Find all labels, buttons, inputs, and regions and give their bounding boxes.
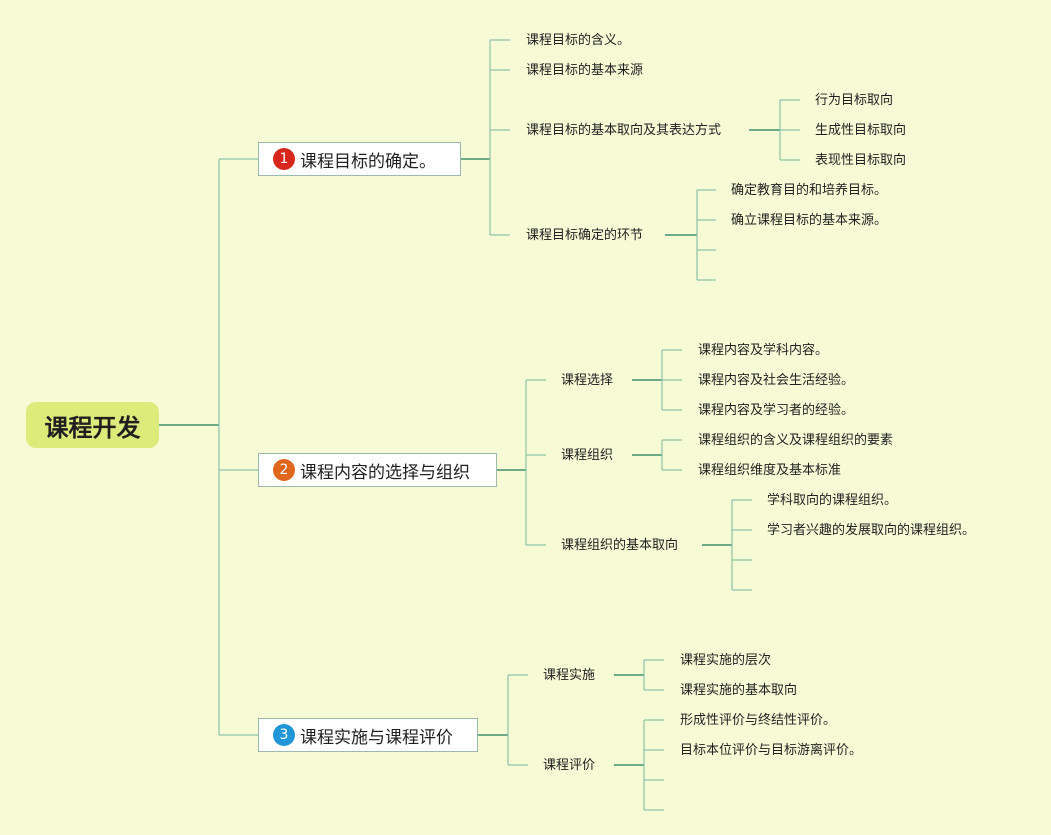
leaf-topic[interactable]: 学科取向的课程组织。 [767,493,898,508]
leaf-topic[interactable]: 形成性评价与终结性评价。 [680,713,837,728]
connector-line [490,39,510,236]
leaf-topic[interactable]: 课程实施的基本取向 [680,683,798,698]
leaf-topic[interactable]: 课程内容及社会生活经验。 [698,373,855,388]
subtopic[interactable]: 课程实施 [543,668,596,683]
leaf-topic[interactable]: 确定教育目的和培养目标。 [731,183,888,198]
branch-topic-2[interactable]: 2 课程内容的选择与组织 [258,453,497,487]
root-topic[interactable]: 课程开发 [26,402,159,448]
leaf-topic[interactable]: 课程实施的层次 [680,653,772,668]
number-badge-icon: 3 [273,724,295,746]
branch-topic-label: 课程目标的确定。 [300,151,436,172]
leaf-topic[interactable]: 课程内容及学科内容。 [698,343,829,358]
subtopic[interactable]: 课程目标确定的环节 [526,228,644,243]
branch-topic-label: 课程内容的选择与组织 [300,462,470,483]
number-badge-icon: 2 [273,459,295,481]
connector-line [780,99,800,161]
branch-topic-1[interactable]: 1 课程目标的确定。 [258,142,461,176]
connector-line [526,379,546,546]
subtopic[interactable]: 课程目标的基本来源 [526,63,644,78]
connector-line [508,674,528,766]
connector-line [732,499,752,591]
subtopic[interactable]: 课程目标的基本取向及其表达方式 [526,123,722,138]
connector-line [662,439,682,471]
leaf-topic[interactable]: 课程内容及学习者的经验。 [698,403,855,418]
subtopic[interactable]: 课程组织的基本取向 [561,538,679,553]
leaf-topic[interactable]: 行为目标取向 [815,93,894,108]
root-topic-label: 课程开发 [44,413,141,442]
subtopic[interactable]: 课程选择 [561,373,614,388]
branch-topic-3[interactable]: 3 课程实施与课程评价 [258,718,478,752]
subtopic[interactable]: 课程目标的含义。 [526,33,631,48]
connector-line [644,719,664,811]
number-badge-icon: 1 [273,148,295,170]
leaf-topic[interactable]: 表现性目标取向 [815,153,907,168]
subtopic[interactable]: 课程评价 [543,758,596,773]
connector-line [219,158,258,736]
leaf-topic[interactable]: 目标本位评价与目标游离评价。 [680,743,863,758]
connector-line [697,189,716,281]
leaf-topic[interactable]: 学习者兴趣的发展取向的课程组织。 [767,523,976,538]
leaf-topic[interactable]: 生成性目标取向 [815,123,907,138]
connector-line [662,349,682,411]
branch-topic-label: 课程实施与课程评价 [300,727,453,748]
leaf-topic[interactable]: 课程组织的含义及课程组织的要素 [698,433,894,448]
leaf-topic[interactable]: 确立课程目标的基本来源。 [731,213,888,228]
connector-line [644,659,664,691]
leaf-topic[interactable]: 课程组织维度及基本标准 [698,463,842,478]
subtopic[interactable]: 课程组织 [561,448,614,463]
